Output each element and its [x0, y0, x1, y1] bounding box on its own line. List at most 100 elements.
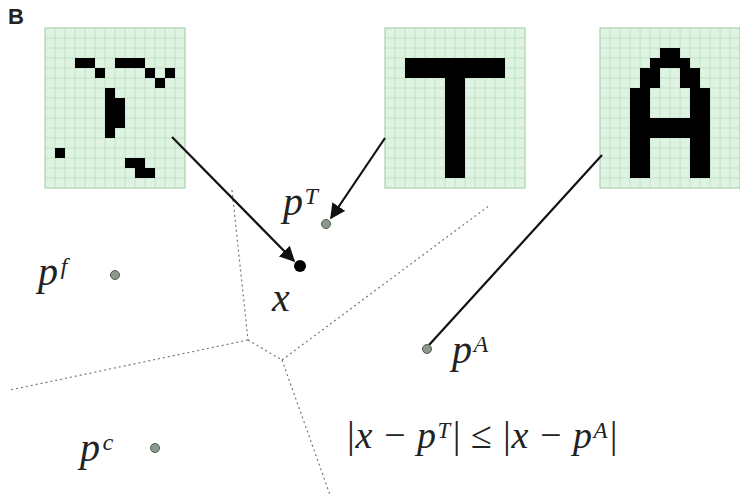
black-pixel: [700, 148, 710, 158]
black-pixel: [660, 118, 670, 128]
leader-arrow: [331, 138, 385, 218]
black-pixel: [680, 58, 690, 68]
black-pixel: [650, 68, 660, 78]
black-pixel: [455, 148, 465, 158]
black-pixel: [640, 68, 650, 78]
black-pixel: [485, 68, 495, 78]
black-pixel: [495, 68, 505, 78]
black-pixel: [700, 98, 710, 108]
prototype-dot: [111, 271, 120, 280]
black-pixel: [640, 158, 650, 168]
black-pixel: [630, 158, 640, 168]
black-pixel: [680, 118, 690, 128]
leader-line: [429, 155, 602, 345]
black-pixel: [75, 58, 85, 68]
prototype-dot: [322, 220, 331, 229]
black-pixel: [690, 78, 700, 88]
black-pixel: [670, 48, 680, 58]
black-pixel: [455, 138, 465, 148]
black-pixel: [700, 88, 710, 98]
black-pixel: [630, 88, 640, 98]
black-pixel: [465, 58, 475, 68]
black-pixel: [455, 108, 465, 118]
black-pixel: [700, 108, 710, 118]
black-pixel: [690, 88, 700, 98]
grid-line: [385, 48, 525, 49]
black-pixel: [640, 98, 650, 108]
black-pixel: [670, 128, 680, 138]
black-pixel: [445, 118, 455, 128]
black-pixel: [405, 68, 415, 78]
black-pixel: [445, 108, 455, 118]
black-pixel: [415, 68, 425, 78]
grid-line: [600, 38, 740, 39]
black-pixel: [680, 68, 690, 78]
pixel-grid: [385, 28, 525, 188]
black-pixel: [690, 158, 700, 168]
panel-letter: B: [8, 6, 24, 28]
distance-inequality: |x − pᵀ| ≤ |x − pᴬ|: [345, 416, 618, 454]
boundary-line: [10, 340, 248, 390]
boundary-line: [282, 360, 330, 495]
black-pixel: [455, 168, 465, 178]
black-pixel: [155, 78, 165, 88]
black-pixel: [445, 158, 455, 168]
grid-line: [600, 78, 740, 79]
input-dot: [294, 260, 306, 272]
grid-line: [600, 108, 740, 109]
black-pixel: [135, 58, 145, 68]
black-pixel: [700, 158, 710, 168]
black-pixel: [455, 118, 465, 128]
pixel-grid: [600, 28, 740, 188]
black-pixel: [145, 168, 155, 178]
black-pixel: [630, 128, 640, 138]
black-pixel: [690, 118, 700, 128]
black-pixel: [455, 98, 465, 108]
black-pixel: [435, 58, 445, 68]
grid-line: [45, 158, 185, 159]
black-pixel: [145, 68, 155, 78]
black-pixel: [690, 168, 700, 178]
black-pixel: [425, 68, 435, 78]
prototype-label: pᶜ: [80, 428, 111, 468]
black-pixel: [690, 98, 700, 108]
black-pixel: [650, 128, 660, 138]
pixel-grid: [45, 28, 185, 188]
black-pixel: [700, 128, 710, 138]
black-pixel: [455, 78, 465, 88]
black-pixel: [640, 118, 650, 128]
black-pixel: [660, 48, 670, 58]
black-pixel: [680, 78, 690, 88]
black-pixel: [680, 128, 690, 138]
black-pixel: [650, 78, 660, 88]
prototype-label: pᴬ: [452, 330, 489, 370]
prototype-dot: [423, 345, 432, 354]
black-pixel: [650, 58, 660, 68]
leader-arrow: [172, 137, 294, 261]
black-pixel: [455, 58, 465, 68]
black-pixel: [690, 128, 700, 138]
black-pixel: [435, 68, 445, 78]
black-pixel: [135, 158, 145, 168]
black-pixel: [105, 98, 115, 108]
black-pixel: [115, 58, 125, 68]
black-pixel: [650, 118, 660, 128]
black-pixel: [640, 88, 650, 98]
grid-line: [45, 148, 185, 149]
black-pixel: [405, 58, 415, 68]
black-pixel: [670, 58, 680, 68]
black-pixel: [55, 148, 65, 158]
black-pixel: [425, 58, 435, 68]
black-pixel: [125, 158, 135, 168]
black-pixel: [700, 118, 710, 128]
grid-line: [600, 98, 740, 99]
input-label: x: [272, 278, 290, 318]
black-pixel: [630, 108, 640, 118]
black-pixel: [445, 148, 455, 158]
black-pixel: [415, 58, 425, 68]
black-pixel: [690, 148, 700, 158]
black-pixel: [455, 88, 465, 98]
black-pixel: [700, 168, 710, 178]
black-pixel: [115, 108, 125, 118]
black-pixel: [660, 58, 670, 68]
